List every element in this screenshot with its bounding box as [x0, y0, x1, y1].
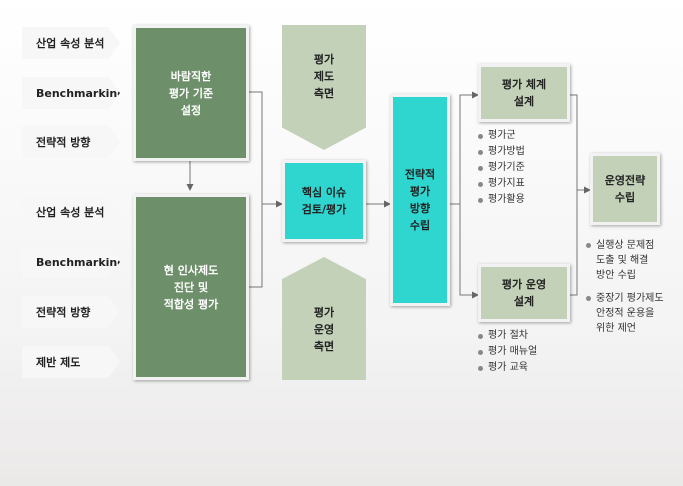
- ops-item-list: 평가 절차 평가 매뉴얼 평가 교육: [478, 328, 537, 376]
- list-item: 평가활용: [478, 192, 525, 208]
- design-item-list: 평가군 평가방법 평가기준 평가지표 평가활용: [478, 128, 525, 208]
- list-item: 평가 교육: [478, 360, 537, 376]
- tag-benchmarking-2: Benchmarking: [22, 246, 120, 278]
- tag-industry-analysis-1: 산업 속성 분석: [22, 27, 120, 59]
- list-item: 평가기준: [478, 160, 525, 176]
- list-item: 평가군: [478, 128, 525, 144]
- box-current-diagnosis: 현 인사제도 진단 및 적합성 평가: [133, 194, 249, 380]
- box-operation-design: 평가 운영 설계: [478, 264, 570, 322]
- box-strategic-direction: 전략적 평가 방향 수립: [390, 94, 450, 306]
- list-item: 평가지표: [478, 176, 525, 192]
- tag-benchmarking-1: Benchmarking: [22, 77, 120, 109]
- list-item: 중장기 평가제도 안정적 운용을 위한 제언: [586, 291, 678, 336]
- box-desired-criteria: 바람직한 평가 기준 설정: [133, 25, 249, 161]
- list-item: 실행상 문제점 도출 및 해결 방안 수립: [586, 238, 678, 283]
- list-item: 평가방법: [478, 144, 525, 160]
- ops-strategy-notes: 실행상 문제점 도출 및 해결 방안 수립 중장기 평가제도 안정적 운용을 위…: [586, 238, 678, 336]
- tag-strategic-direction-2: 전략적 방향: [22, 296, 120, 328]
- box-core-issue: 핵심 이슈 검토/평가: [282, 160, 366, 242]
- list-item: 평가 절차: [478, 328, 537, 344]
- box-operation-strategy: 운영전략 수립: [590, 153, 660, 225]
- tag-industry-analysis-2: 산업 속성 분석: [22, 196, 120, 228]
- box-system-side: 평가 제도 측면: [282, 25, 366, 150]
- box-evaluation-design: 평가 체계 설계: [478, 64, 570, 122]
- box-operation-side: 평가 운영 측면: [282, 257, 366, 380]
- tag-institutions: 제반 제도: [22, 346, 120, 378]
- tag-strategic-direction-1: 전략적 방향: [22, 126, 120, 158]
- list-item: 평가 매뉴얼: [478, 344, 537, 360]
